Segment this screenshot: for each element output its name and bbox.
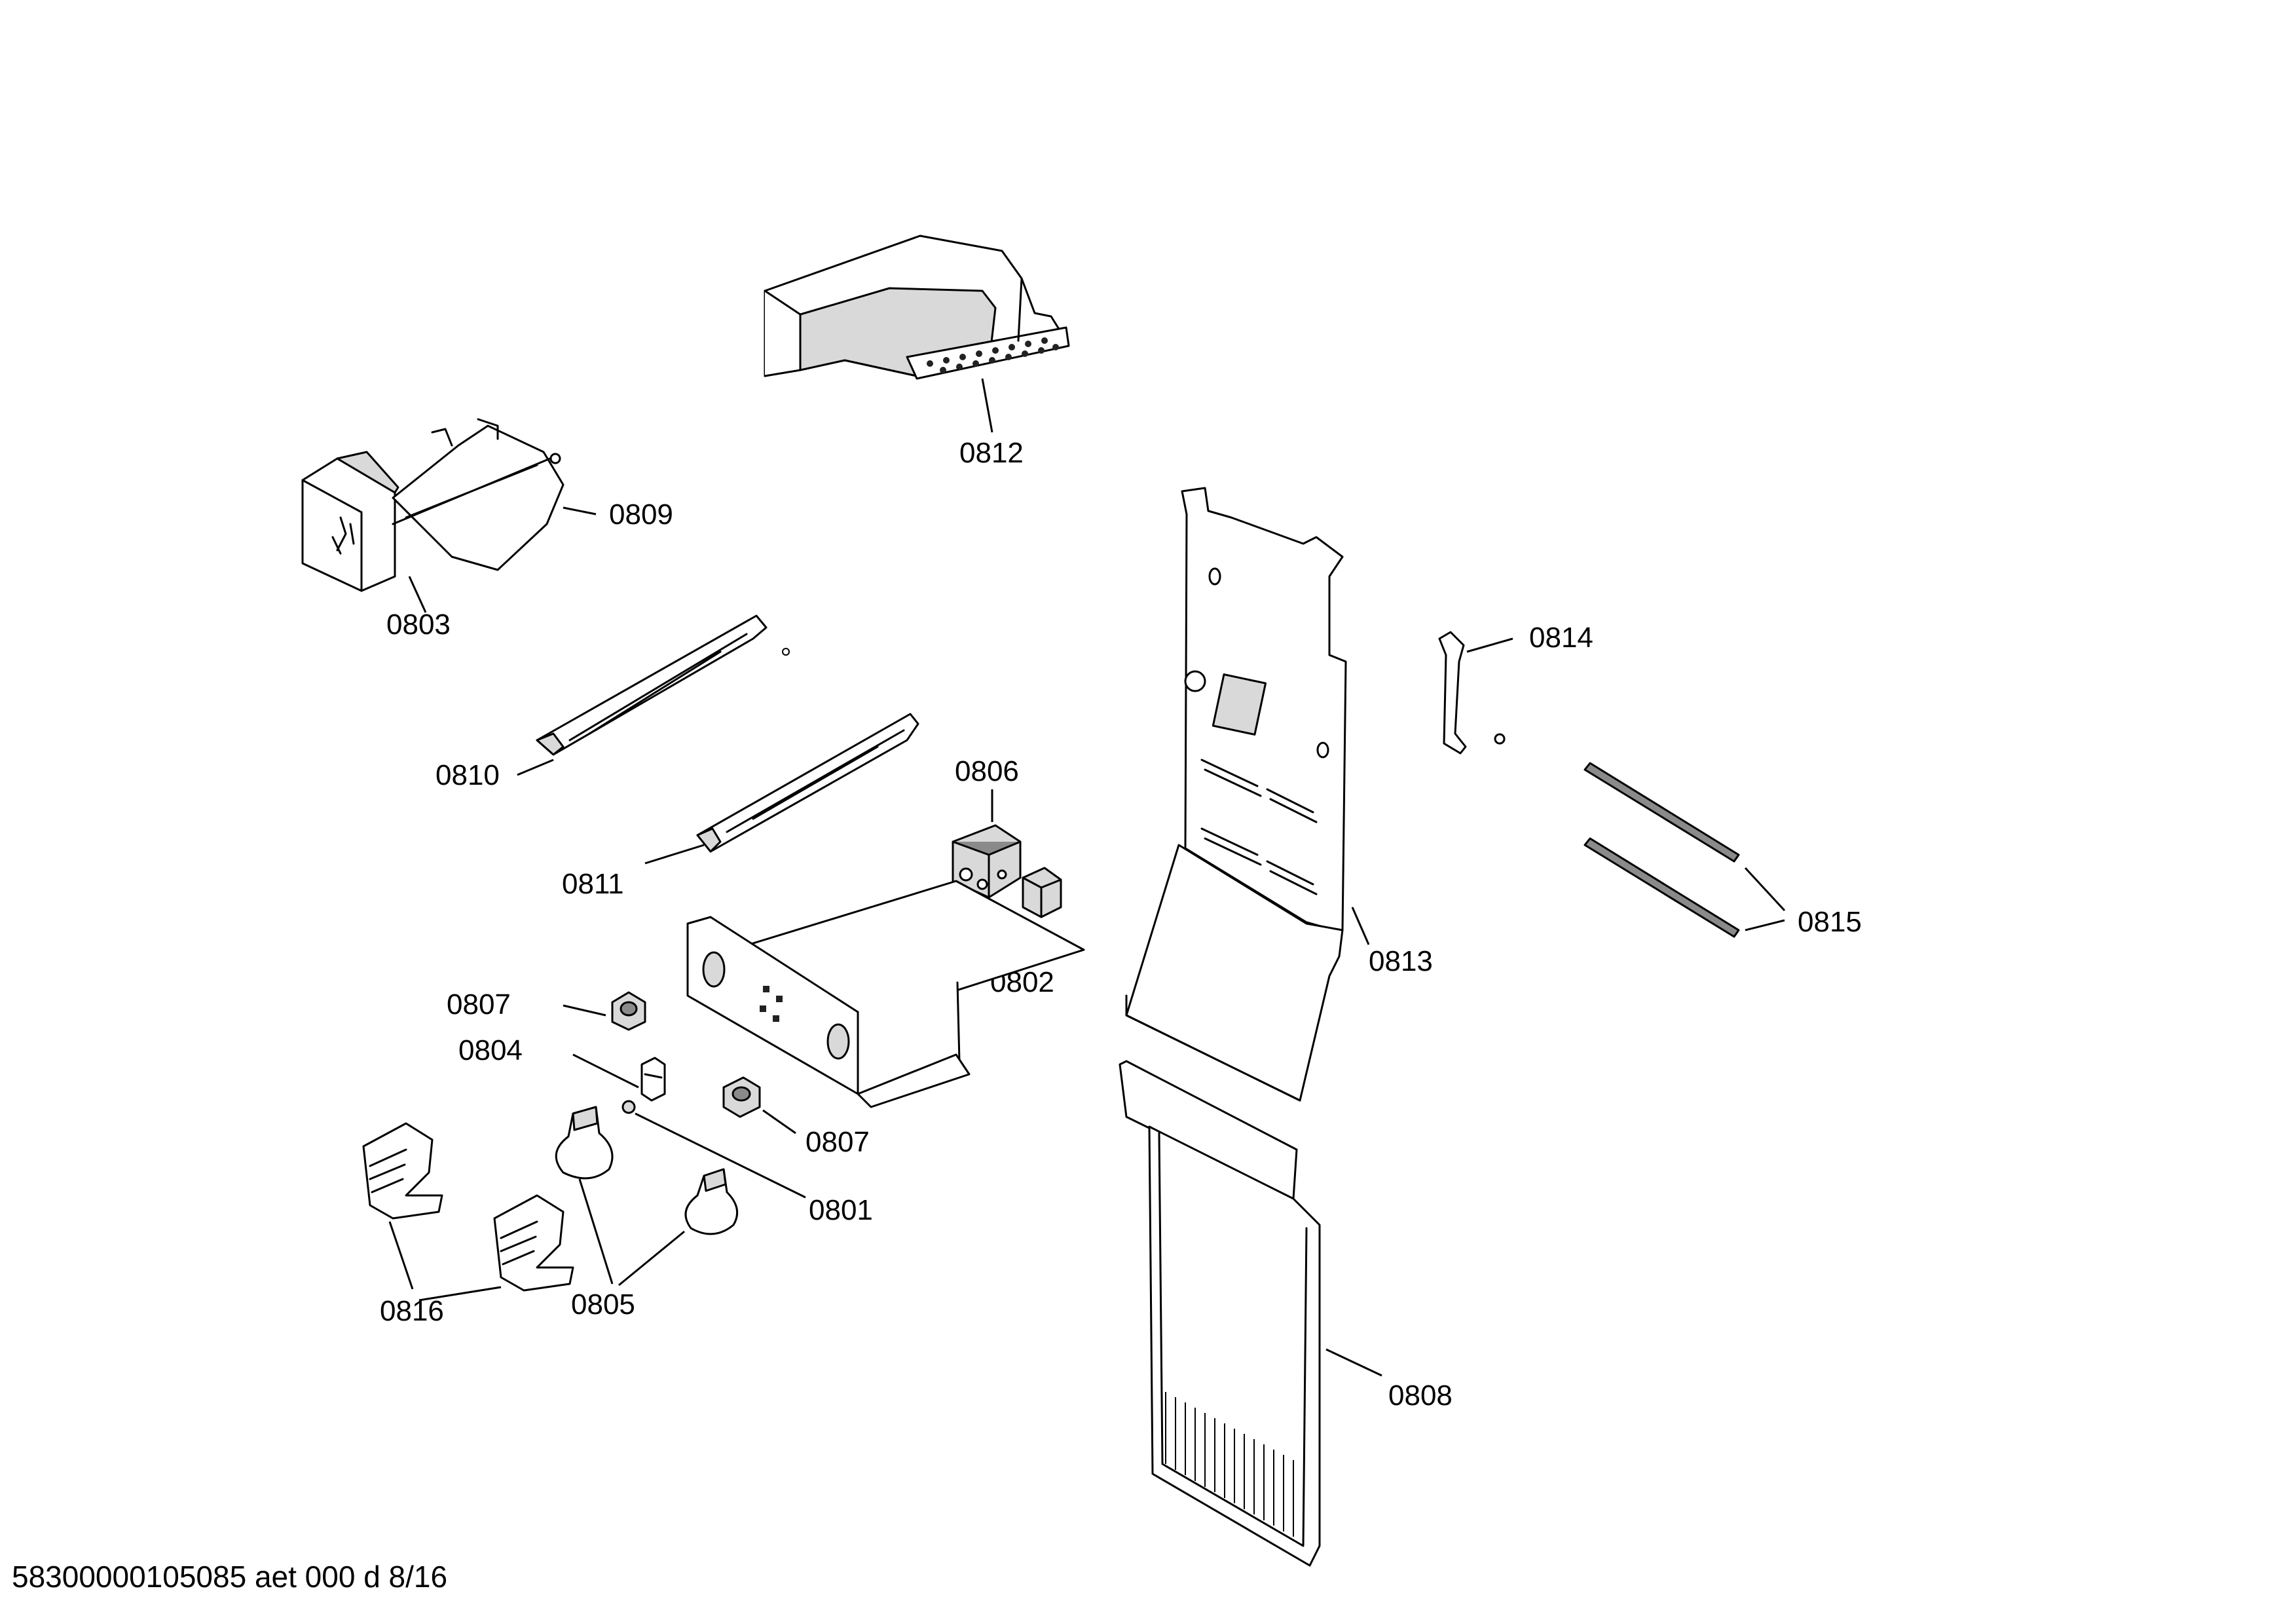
part-0816-lamp-cover-1: [362, 1122, 443, 1220]
part-0807-socket-upper: [611, 991, 646, 1031]
leader-0808: [1325, 1348, 1382, 1377]
label-0807-upper: 0807: [447, 988, 511, 1021]
label-0801: 0801: [809, 1194, 873, 1226]
label-0803: 0803: [386, 609, 451, 641]
leader-0801: [635, 1112, 806, 1199]
part-0813-back-panel: [1125, 487, 1347, 1102]
leader-0815-a: [1744, 867, 1786, 912]
part-0807-socket-lower: [722, 1076, 761, 1118]
part-0812-dispenser-cover: [764, 235, 1070, 380]
part-0809-ice-mold: [392, 418, 565, 571]
label-0809: 0809: [609, 498, 673, 531]
label-0814: 0814: [1529, 622, 1593, 654]
leader-0816-a: [388, 1221, 414, 1290]
label-0815: 0815: [1798, 906, 1862, 938]
part-0814-bracket: [1438, 631, 1506, 755]
part-0810-slide-rail: [536, 614, 790, 756]
part-0805-bulb-2: [684, 1168, 739, 1235]
part-0805-bulb-1: [555, 1106, 614, 1180]
label-0804: 0804: [458, 1034, 523, 1066]
leader-0807-upper: [563, 1004, 606, 1017]
label-0812: 0812: [959, 437, 1024, 469]
part-0815-strips: [1583, 762, 1740, 938]
part-0811-slide-rail: [696, 713, 919, 853]
document-id: 58300000105085 aet 000 d 8/16: [12, 1560, 448, 1594]
label-0816: 0816: [380, 1295, 444, 1327]
part-0816-lamp-cover-2: [493, 1194, 574, 1292]
leader-0805-a: [578, 1178, 614, 1285]
part-control-box: [686, 880, 1085, 1108]
part-0801-nut: [621, 1100, 636, 1114]
leader-0810: [517, 759, 554, 776]
part-0802-relay: [1022, 867, 1062, 918]
leader-0816-b: [418, 1286, 502, 1302]
label-0811: 0811: [562, 868, 624, 900]
label-0805: 0805: [571, 1288, 635, 1321]
label-0810: 0810: [435, 759, 500, 791]
part-0808-lower-cover: [1119, 1060, 1321, 1567]
leader-0811: [644, 844, 705, 865]
label-0806: 0806: [955, 755, 1019, 787]
leader-0807-lower: [762, 1109, 796, 1135]
label-0813: 0813: [1369, 945, 1433, 977]
leader-0804: [572, 1053, 639, 1089]
leader-0803: [408, 576, 427, 613]
part-0804-bracket: [640, 1057, 666, 1102]
leader-0814: [1466, 637, 1513, 653]
leader-0812: [981, 378, 993, 433]
part-0806-motor: [952, 824, 1022, 899]
label-0808: 0808: [1388, 1379, 1453, 1412]
leader-0805-b: [618, 1230, 685, 1286]
leader-0815-b: [1745, 919, 1785, 931]
leader-0809: [563, 506, 597, 516]
label-0807-lower: 0807: [805, 1126, 870, 1158]
part-0803-icemaker-housing: [301, 451, 399, 592]
leader-0813: [1351, 907, 1370, 945]
